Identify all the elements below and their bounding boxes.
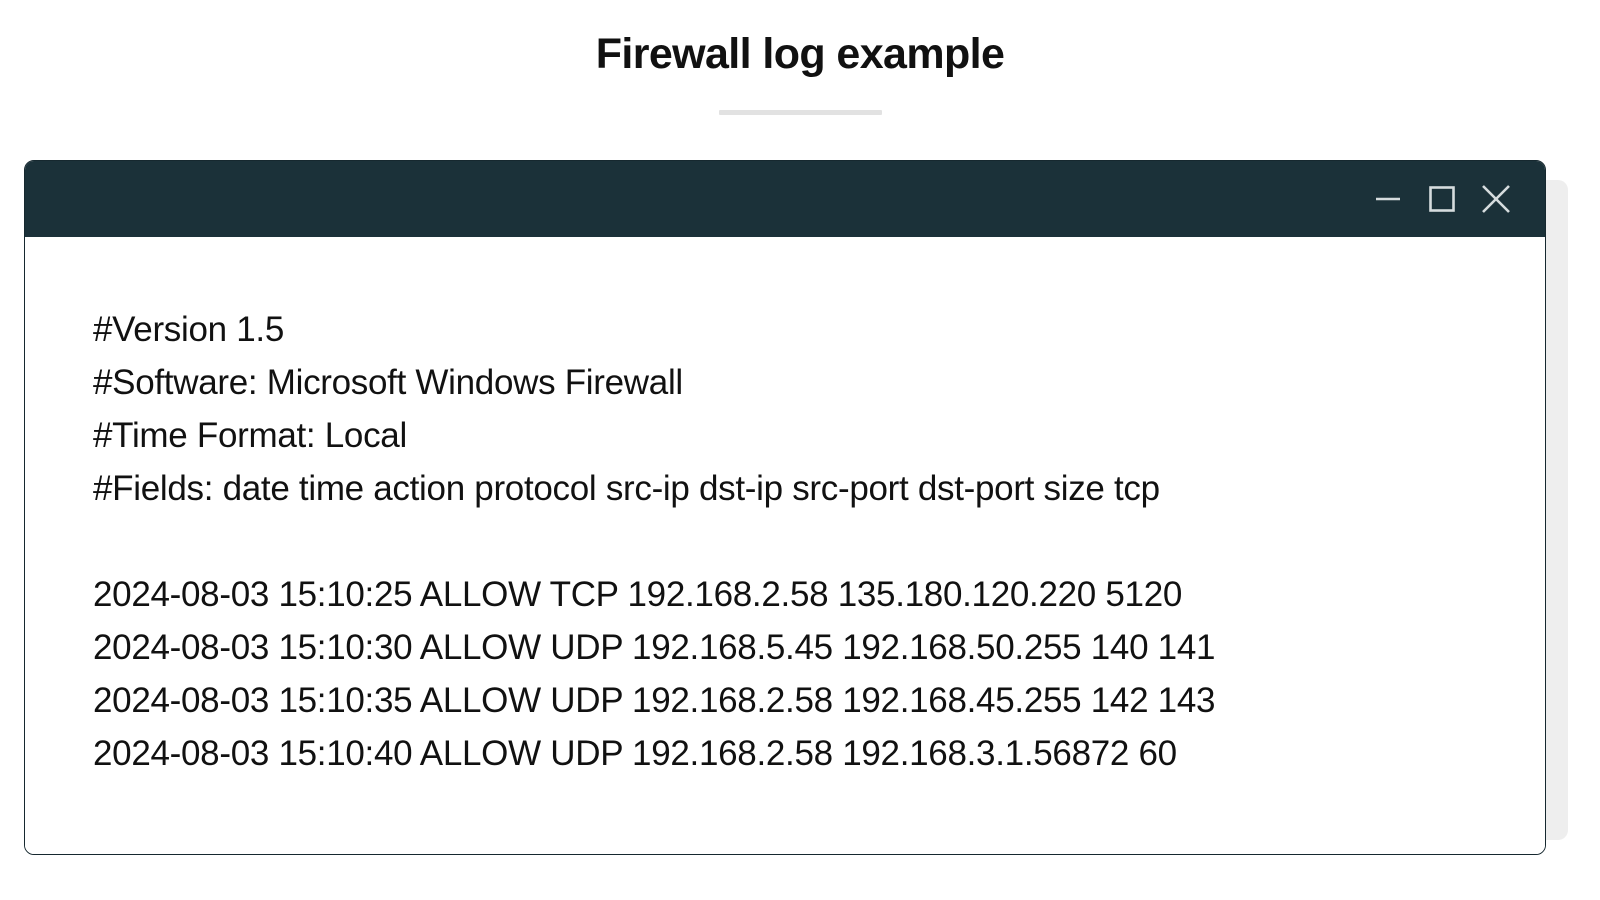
maximize-button[interactable] xyxy=(1415,172,1469,226)
log-window: #Version 1.5 #Software: Microsoft Windows… xyxy=(24,160,1546,855)
close-button[interactable] xyxy=(1469,172,1523,226)
log-entry-line: 2024-08-03 15:10:25 ALLOW TCP 192.168.2.… xyxy=(93,575,1183,614)
log-header-line: #Software: Microsoft Windows Firewall xyxy=(93,363,683,402)
log-content: #Version 1.5 #Software: Microsoft Windows… xyxy=(93,303,1499,780)
log-entry-line: 2024-08-03 15:10:40 ALLOW UDP 192.168.2.… xyxy=(93,734,1177,773)
log-header-line: #Version 1.5 xyxy=(93,310,284,349)
minimize-button[interactable] xyxy=(1361,172,1415,226)
page-title: Firewall log example xyxy=(595,30,1005,78)
log-header-line: #Time Format: Local xyxy=(93,416,407,455)
maximize-icon xyxy=(1425,182,1459,216)
log-blank-line xyxy=(93,515,1499,568)
title-divider xyxy=(718,110,882,116)
window-wrapper: #Version 1.5 #Software: Microsoft Windows… xyxy=(24,160,1568,855)
log-entry-line: 2024-08-03 15:10:35 ALLOW UDP 192.168.2.… xyxy=(93,681,1216,720)
window-titlebar[interactable] xyxy=(25,161,1545,237)
minimize-icon xyxy=(1371,182,1405,216)
heading-block: Firewall log example xyxy=(0,0,1600,116)
close-icon xyxy=(1477,180,1515,218)
log-header-line: #Fields: date time action protocol src-i… xyxy=(93,469,1160,508)
window-body: #Version 1.5 #Software: Microsoft Windows… xyxy=(25,237,1545,854)
log-entry-line: 2024-08-03 15:10:30 ALLOW UDP 192.168.5.… xyxy=(93,628,1216,667)
